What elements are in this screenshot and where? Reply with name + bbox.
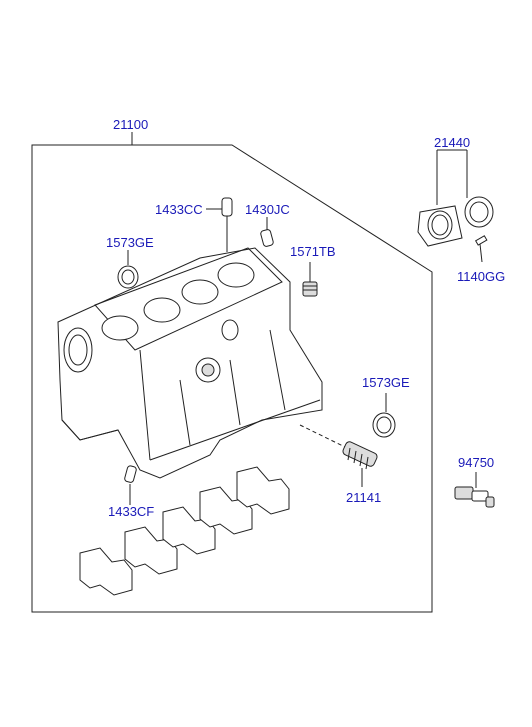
rear-seal-case bbox=[417, 205, 463, 247]
bearing-caps bbox=[79, 466, 290, 596]
label-plug-1573ge-left[interactable]: 1573GE bbox=[106, 235, 154, 250]
label-bolt-1140gg[interactable]: 1140GG bbox=[457, 269, 506, 284]
seal-bolt bbox=[474, 235, 488, 263]
label-seal-assy-21440[interactable]: 21440 bbox=[434, 135, 471, 150]
plug-1571tb bbox=[302, 262, 318, 297]
label-oil-jet-21141[interactable]: 21141 bbox=[346, 490, 382, 505]
oil-jet-21141 bbox=[299, 424, 378, 487]
label-block-21100[interactable]: 21100 bbox=[113, 117, 149, 132]
block-frame bbox=[31, 144, 433, 613]
label-pin-1430jc[interactable]: 1430JC bbox=[245, 202, 290, 217]
oil-seal bbox=[464, 196, 494, 228]
dowel-pin-bottom bbox=[124, 465, 137, 505]
cylinder-block bbox=[57, 247, 323, 479]
dowel-pin-top bbox=[206, 197, 233, 252]
cup-plug-right bbox=[372, 393, 396, 438]
cup-plug-left bbox=[117, 250, 139, 289]
leader-21141-dash bbox=[299, 424, 346, 448]
label-dowel-1433cc[interactable]: 1433CC bbox=[155, 202, 203, 217]
label-plug-1573ge-right[interactable]: 1573GE bbox=[362, 375, 410, 390]
pin-1430jc bbox=[260, 217, 274, 247]
label-dowel-1433cf[interactable]: 1433CF bbox=[108, 504, 155, 519]
oil-pressure-sensor bbox=[454, 472, 495, 508]
label-sensor-94750[interactable]: 94750 bbox=[458, 455, 495, 470]
label-plug-1571tb[interactable]: 1571TB bbox=[290, 244, 336, 259]
